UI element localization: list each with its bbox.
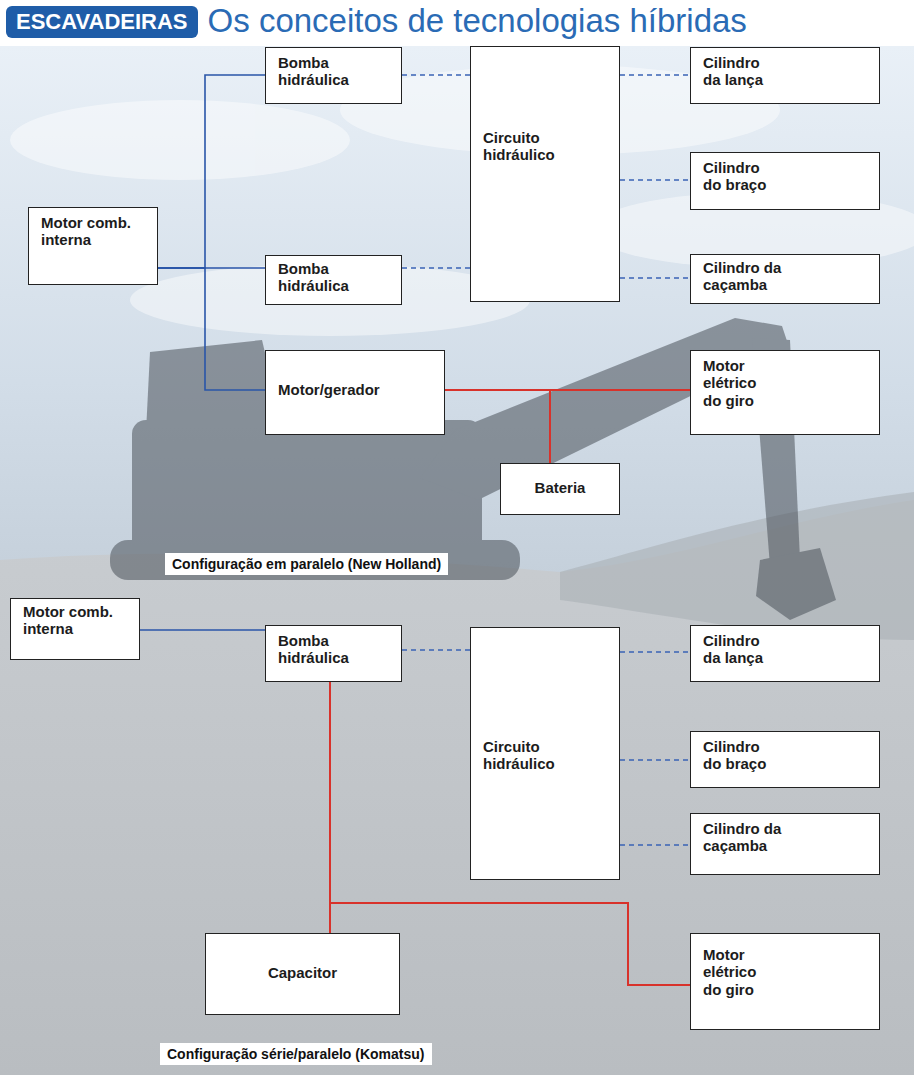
node-label: Cilindro da lança (703, 632, 778, 667)
node-label: Bomba hidráulica (278, 632, 373, 667)
node-label: Cilindro da caçamba (703, 259, 789, 294)
swing-motor-box: Motor elétrico do giro (690, 350, 880, 435)
engine-box: Motor comb. interna (10, 598, 140, 660)
node-label: Motor comb. interna (41, 214, 141, 249)
excavator-silhouette (110, 318, 836, 620)
pump-box: Bomba hidráulica (265, 47, 402, 104)
mechanical-shaft-line (158, 268, 265, 390)
header-ground (0, 0, 914, 46)
hydraulic-circuit-box: Circuito hidráulico (470, 46, 620, 302)
configuration-caption: Configuração em paralelo (New Holland) (165, 553, 448, 575)
hydraulic-line (402, 74, 470, 76)
cylinder-box: Cilindro da lança (690, 625, 880, 682)
pump-box: Bomba hidráulica (265, 625, 402, 682)
cylinder-box: Cilindro do braço (690, 152, 880, 210)
ground (0, 500, 914, 1075)
cylinder-box: Cilindro do braço (690, 731, 880, 788)
swing-motor-box: Motor elétrico do giro (690, 933, 880, 1030)
node-label: Motor elétrico do giro (703, 946, 773, 998)
node-label: Cilindro da lança (703, 54, 778, 89)
hydraulic-line (620, 759, 690, 761)
battery-box: Bateria (500, 463, 620, 515)
node-label: Circuito hidráulico (483, 129, 603, 164)
node-label: Motor comb. interna (23, 603, 123, 638)
node-label: Bomba hidráulica (278, 260, 373, 295)
hydraulic-circuit-box: Circuito hidráulico (470, 627, 620, 880)
node-label: Capacitor (268, 964, 337, 981)
electric-line (550, 390, 690, 463)
node-label: Circuito hidráulico (483, 738, 603, 773)
mechanical-shaft-line (158, 75, 265, 268)
pump-box: Bomba hidráulica (265, 255, 402, 305)
electric-line (445, 390, 550, 463)
hydraulic-line (620, 844, 690, 846)
mechanical-shaft-line (140, 629, 265, 631)
node-label: Motor/gerador (278, 381, 380, 398)
node-label: Cilindro do braço (703, 159, 778, 194)
cylinder-box: Cilindro da caçamba (690, 254, 880, 304)
title-banner: ESCAVADEIRAS (6, 6, 198, 38)
node-label: Motor elétrico do giro (703, 357, 773, 409)
sky (0, 46, 914, 606)
subtitle: Os conceitos de tecnologias híbridas (208, 2, 747, 40)
node-label: Cilindro da caçamba (703, 820, 789, 855)
hydraulic-line (402, 649, 470, 651)
hydraulic-line (620, 277, 690, 279)
clouds (10, 65, 914, 336)
engine-box: Motor comb. interna (28, 207, 158, 285)
motor-generator-box: Motor/gerador (265, 350, 445, 435)
hydraulic-line (620, 651, 690, 653)
node-label: Bomba hidráulica (278, 54, 373, 89)
cylinder-box: Cilindro da caçamba (690, 813, 880, 875)
capacitor-box: Capacitor (205, 933, 400, 1015)
hydraulic-line (620, 179, 690, 181)
node-label: Bateria (535, 479, 586, 496)
hydraulic-line (620, 74, 690, 76)
footer-ground (0, 1075, 914, 1092)
configuration-caption: Configuração série/paralelo (Komatsu) (160, 1043, 432, 1065)
node-label: Cilindro do braço (703, 738, 778, 773)
cylinder-box: Cilindro da lança (690, 47, 880, 104)
hydraulic-line (402, 267, 470, 269)
